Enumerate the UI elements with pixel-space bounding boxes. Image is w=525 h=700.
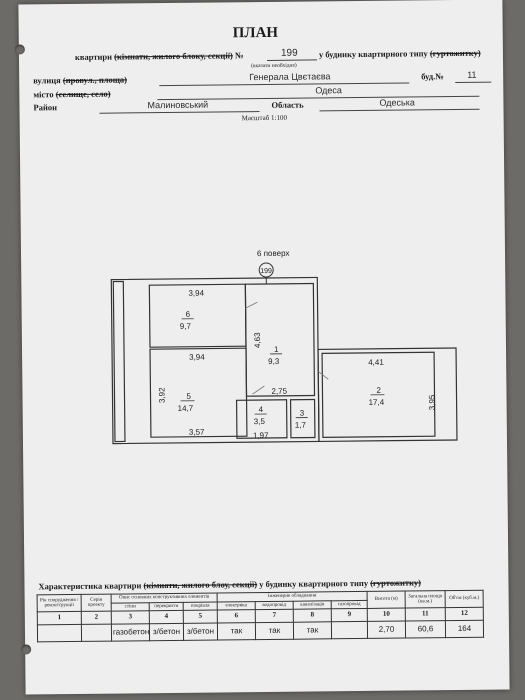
dimension-label: 3,94 xyxy=(188,289,204,298)
dimension-label: 1,97 xyxy=(253,431,269,440)
dimension-label: 3,92 xyxy=(157,387,166,403)
room-1-number: 1 xyxy=(274,345,279,354)
room-6-area: 9,7 xyxy=(180,322,192,331)
apartment-marker-number: 199 xyxy=(260,268,272,275)
value-cell: газобетон xyxy=(111,623,150,642)
column-number: 3 xyxy=(111,610,150,625)
value-cell xyxy=(37,624,82,642)
column-number: 5 xyxy=(183,610,218,624)
floor-label: 6 поверх xyxy=(257,249,290,258)
value-cell: 2,70 xyxy=(367,621,406,639)
value-cell: 60,6 xyxy=(405,620,446,639)
room-1-wall xyxy=(244,282,316,397)
room-2-number: 2 xyxy=(376,386,381,395)
column-number: 7 xyxy=(255,609,294,623)
value-cell: так xyxy=(217,622,256,641)
plan-outline-left xyxy=(110,276,320,445)
value-cell: так xyxy=(293,621,332,640)
value-cell xyxy=(81,624,112,642)
column-number: 10 xyxy=(367,608,406,622)
dimension-label: 3,95 xyxy=(428,394,437,410)
room-4-number: 4 xyxy=(259,405,264,414)
dimension-label: 2,75 xyxy=(271,387,287,396)
header-year: Рік спорудження / реконструкції xyxy=(37,594,82,612)
column-number: 8 xyxy=(293,608,332,623)
room-6-number: 6 xyxy=(186,310,191,319)
column-number: 1 xyxy=(37,611,82,625)
dimension-label: 3,94 xyxy=(189,353,205,362)
header-height: Висота (м) xyxy=(367,591,406,609)
column-number: 11 xyxy=(405,607,446,622)
room-3-area: 1,7 xyxy=(295,421,307,430)
column-number: 12 xyxy=(445,607,484,621)
document-sheet: ПЛАН квартири (кімнати, жилого блоку, се… xyxy=(14,0,510,695)
room-2-wall xyxy=(321,351,436,438)
floor-plan: 6 поверх 199 6 9,7 1 9,3 5 14,7 2 17,4 4… xyxy=(110,249,458,445)
header-sewage: каналізація xyxy=(293,600,332,610)
characteristics-table: Рік спорудження / реконструкції Серія пр… xyxy=(37,590,485,643)
room-3-wall xyxy=(289,398,316,439)
column-number: 4 xyxy=(149,610,184,624)
header-total-area: Загальна площа (кв.м.) xyxy=(405,590,446,609)
header-roof: покрівля xyxy=(183,601,218,611)
room-5-area: 14,7 xyxy=(178,404,194,413)
room-1-area: 9,3 xyxy=(268,357,280,366)
room-4-wall xyxy=(235,399,288,439)
dimension-label: 4,41 xyxy=(368,358,384,367)
value-cell: з/бетон xyxy=(183,623,218,641)
header-ceilings: перекриття xyxy=(149,601,184,611)
room-2-area: 17,4 xyxy=(369,398,385,407)
value-cell: 164 xyxy=(445,620,484,638)
plan-outline-right xyxy=(317,347,458,443)
column-number: 9 xyxy=(331,608,368,622)
value-cell xyxy=(331,621,368,639)
header-series: Серія проекту xyxy=(81,594,112,612)
value-cell: так xyxy=(255,622,294,640)
balcony xyxy=(112,280,126,443)
room-3-number: 3 xyxy=(300,409,305,418)
column-number: 6 xyxy=(217,609,256,624)
room-4-area: 3,5 xyxy=(254,417,266,426)
dimension-label: 4,63 xyxy=(253,332,262,348)
room-5-number: 5 xyxy=(186,392,191,401)
dimension-label: 3,57 xyxy=(189,428,205,437)
column-number: 2 xyxy=(81,611,112,625)
value-cell: з/бетон xyxy=(149,623,184,641)
header-volume: Об'єм (куб.м.) xyxy=(445,590,484,608)
header-gas: газопровід xyxy=(331,599,368,609)
